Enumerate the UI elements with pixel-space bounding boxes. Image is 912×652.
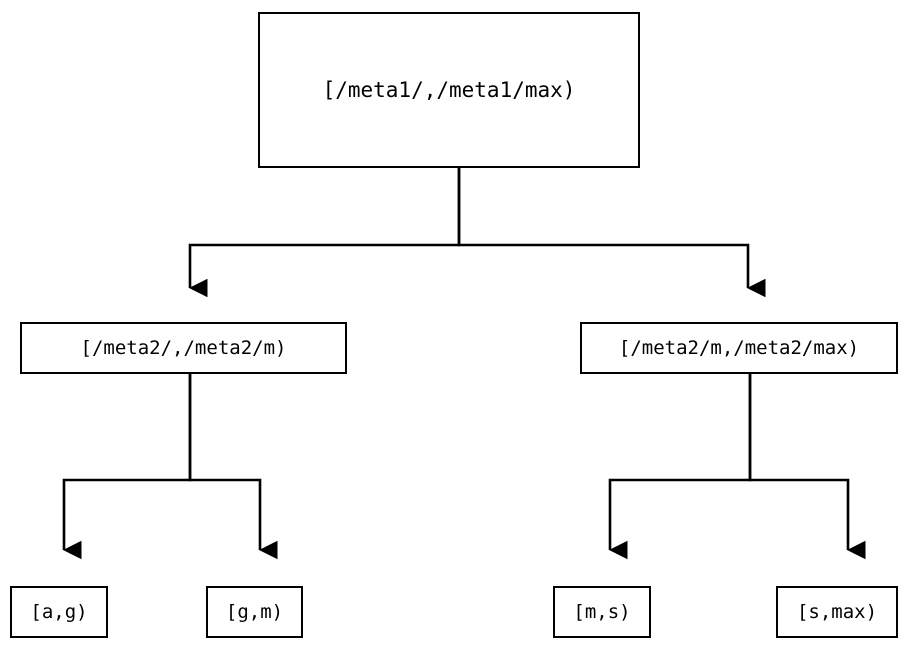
- edge-mid-right-to-leaf-4: [748, 374, 866, 560]
- edge-root-to-mid-right: [457, 168, 766, 298]
- tree-node-leaf-2[interactable]: [g,m): [206, 586, 303, 638]
- tree-node-leaf-4[interactable]: [s,max): [776, 586, 898, 638]
- tree-node-mid-right[interactable]: [/meta2/m,/meta2/max): [580, 322, 898, 374]
- tree-node-mid-left[interactable]: [/meta2/,/meta2/m): [20, 322, 347, 374]
- tree-node-leaf-3[interactable]: [m,s): [553, 586, 651, 638]
- tree-node-leaf-1[interactable]: [a,g): [10, 586, 108, 638]
- edge-mid-left-to-leaf-1: [62, 374, 192, 560]
- edge-mid-left-to-leaf-2: [188, 374, 278, 560]
- edge-root-to-mid-left: [188, 168, 461, 298]
- tree-node-root[interactable]: [/meta1/,/meta1/max): [258, 12, 640, 168]
- edge-mid-right-to-leaf-3: [608, 374, 752, 560]
